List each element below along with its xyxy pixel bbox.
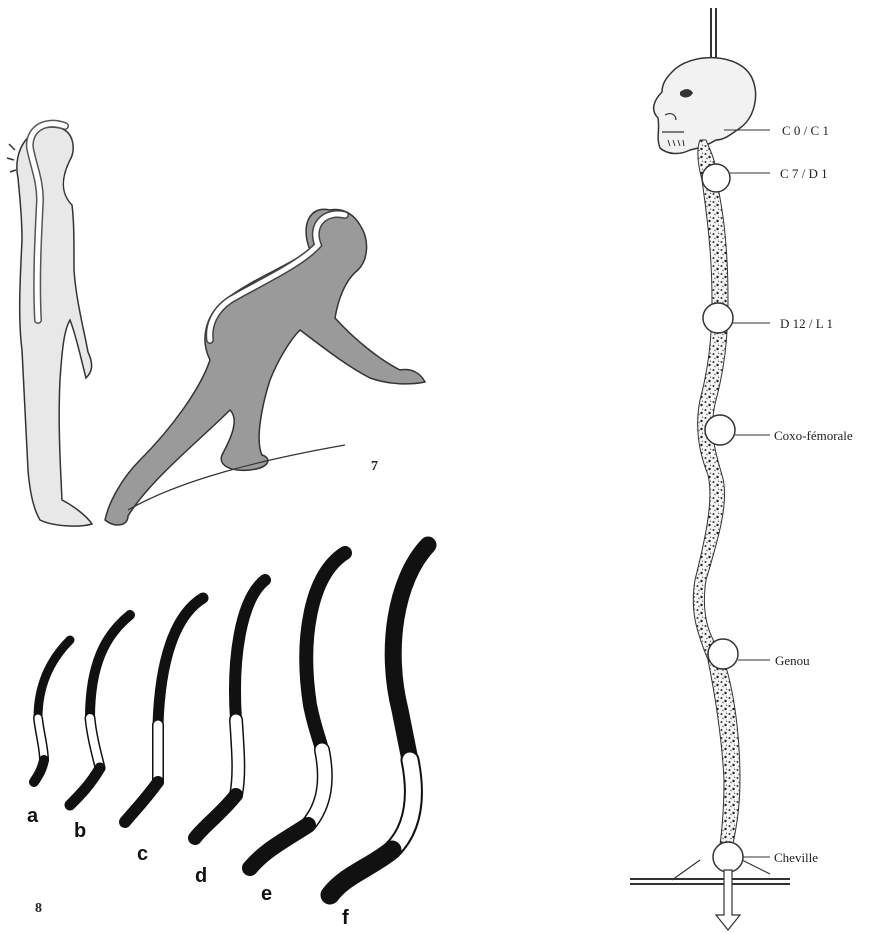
crouching-figure — [105, 209, 425, 525]
curve-e — [250, 553, 345, 868]
spine-diagram — [630, 8, 790, 930]
joint-knee — [708, 639, 738, 669]
curve-label-f: f — [342, 907, 349, 929]
joint-d12-l1 — [703, 303, 733, 333]
curve-c — [125, 598, 203, 822]
joint-hip — [705, 415, 735, 445]
curve-label-a: a — [27, 805, 39, 827]
joint-ankle — [713, 842, 743, 872]
curve-label-d: d — [195, 865, 207, 887]
curve-b — [70, 615, 130, 805]
figure-number-8: 8 — [35, 901, 42, 916]
curve-d — [195, 580, 265, 838]
suspension-cord — [711, 8, 716, 60]
label-d12-l1: D 12 / L 1 — [780, 316, 833, 331]
curve-label-c: c — [137, 843, 148, 865]
ground-line — [630, 879, 790, 884]
curve-f — [330, 545, 428, 895]
curve-label-e: e — [261, 883, 272, 905]
joint-c7-d1 — [702, 164, 730, 192]
skull-icon — [654, 58, 756, 154]
label-c0-c1: C 0 / C 1 — [782, 123, 829, 138]
curve-a — [34, 640, 70, 782]
label-hip: Coxo-fémorale — [774, 428, 853, 443]
label-c7-d1: C 7 / D 1 — [780, 166, 828, 181]
curve-label-b: b — [74, 820, 86, 842]
curve-series — [34, 545, 428, 895]
standing-figure — [7, 124, 92, 526]
label-ankle: Cheville — [774, 850, 818, 865]
label-knee: Genou — [775, 653, 810, 668]
figure-number-7: 7 — [371, 459, 378, 474]
